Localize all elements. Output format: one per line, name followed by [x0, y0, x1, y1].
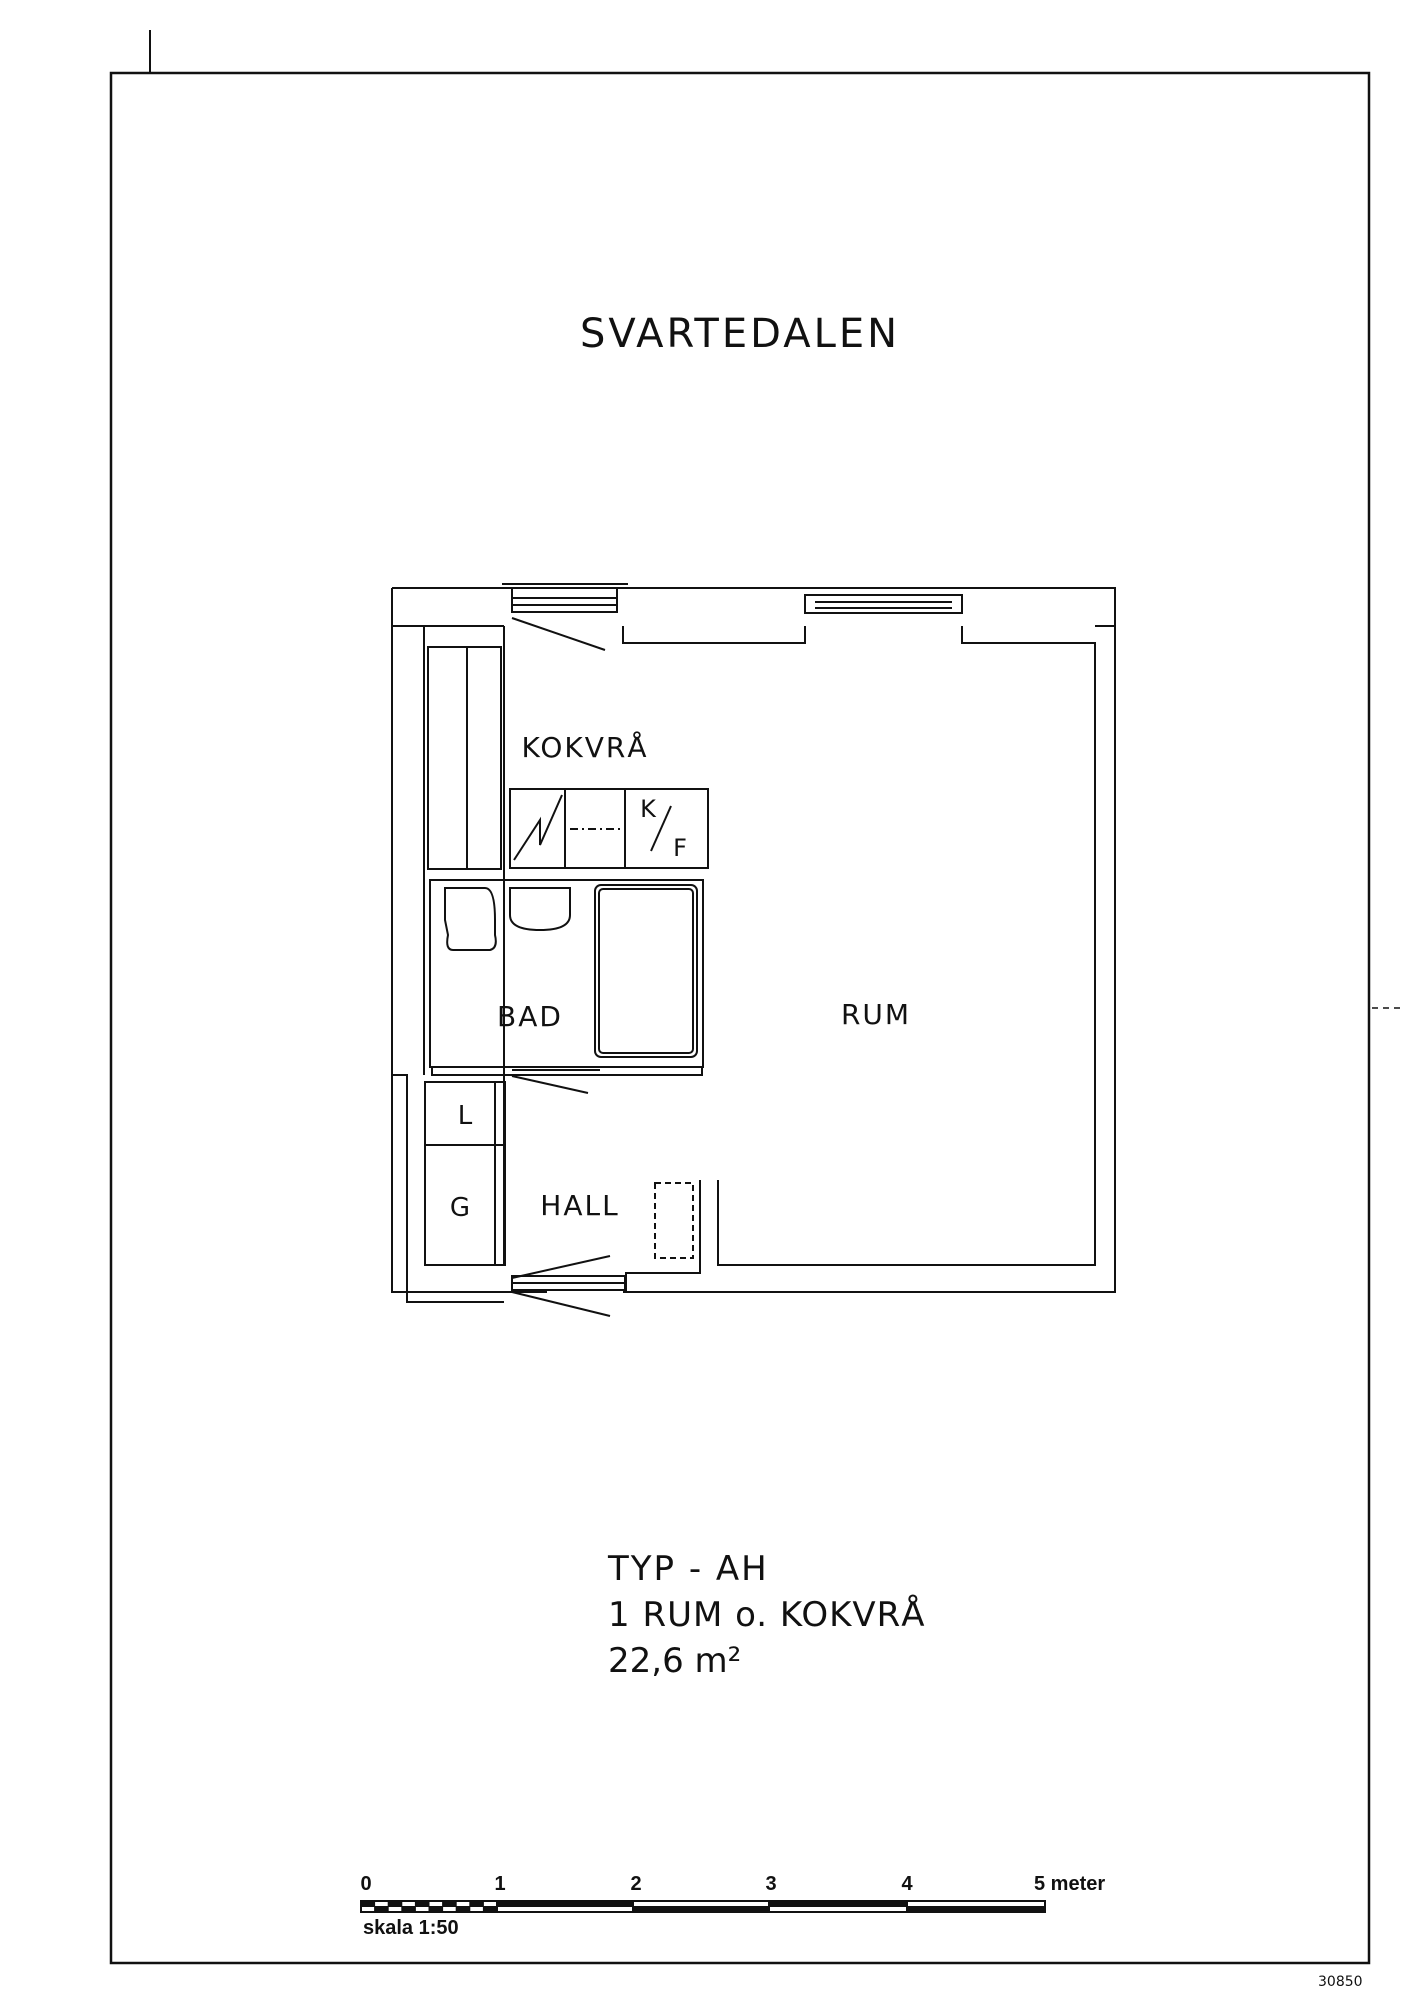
toilet — [444, 887, 497, 951]
washbasin — [509, 887, 571, 932]
kitchen-counter — [427, 646, 502, 870]
room-label-hall: HALL — [540, 1189, 619, 1222]
bathroom — [429, 879, 704, 1076]
room-label-main: RUM — [841, 998, 911, 1031]
door-swing-kitchen — [511, 617, 606, 651]
scale-tick-0: 0 — [360, 1873, 371, 1895]
hall-closets — [424, 1081, 506, 1266]
bath-door — [511, 1069, 600, 1094]
scale-sub-cell — [388, 1901, 402, 1906]
scale-sub-cell — [429, 1907, 443, 1912]
hall-rack — [654, 1182, 694, 1259]
page-frame — [109, 71, 1371, 1965]
room-label-bath: BAD — [497, 1000, 563, 1033]
scale-tick-3: 3 — [765, 1873, 776, 1895]
apartment-area: 22,6 m² — [608, 1641, 741, 1681]
bathtub — [594, 884, 698, 1058]
apartment-type: TYP - AH — [607, 1549, 769, 1589]
closet-label-linen: L — [458, 1101, 473, 1131]
scale-sub-cell — [415, 1901, 429, 1906]
scale-tick-1: 1 — [494, 1873, 505, 1895]
room-label-kitchen: KOKVRÅ — [522, 730, 649, 764]
scale-bar — [360, 1900, 1046, 1913]
floor-plan — [391, 583, 1116, 1317]
scale-sub-cell — [442, 1901, 457, 1906]
scale-tick-2: 2 — [630, 1873, 641, 1895]
window-top-left — [502, 583, 628, 613]
fridge-label-k: K — [640, 795, 657, 823]
scale-sub-cell — [361, 1901, 375, 1906]
closet-label-wardrobe: G — [450, 1193, 470, 1223]
scale-label: skala 1:50 — [363, 1917, 459, 1939]
document-number: 30850 — [1318, 1974, 1363, 1990]
fridge-label-f: F — [673, 834, 687, 862]
scale-tick-4: 4 — [901, 1873, 913, 1895]
window-top-right — [804, 594, 963, 614]
scale-sub-cell — [456, 1907, 470, 1912]
apartment-description: 1 RUM o. KOKVRÅ — [608, 1594, 926, 1635]
scale-sub-cell — [401, 1907, 416, 1912]
entrance-door — [511, 1255, 626, 1317]
scale-sub-cell — [469, 1901, 484, 1906]
scale-tick-5: 5 meter — [1034, 1873, 1105, 1895]
scale-sub-cell — [374, 1907, 389, 1912]
page-title: SVARTEDALEN — [580, 311, 900, 357]
kitchen-units — [509, 788, 709, 869]
scale-sub-cell — [483, 1907, 497, 1912]
